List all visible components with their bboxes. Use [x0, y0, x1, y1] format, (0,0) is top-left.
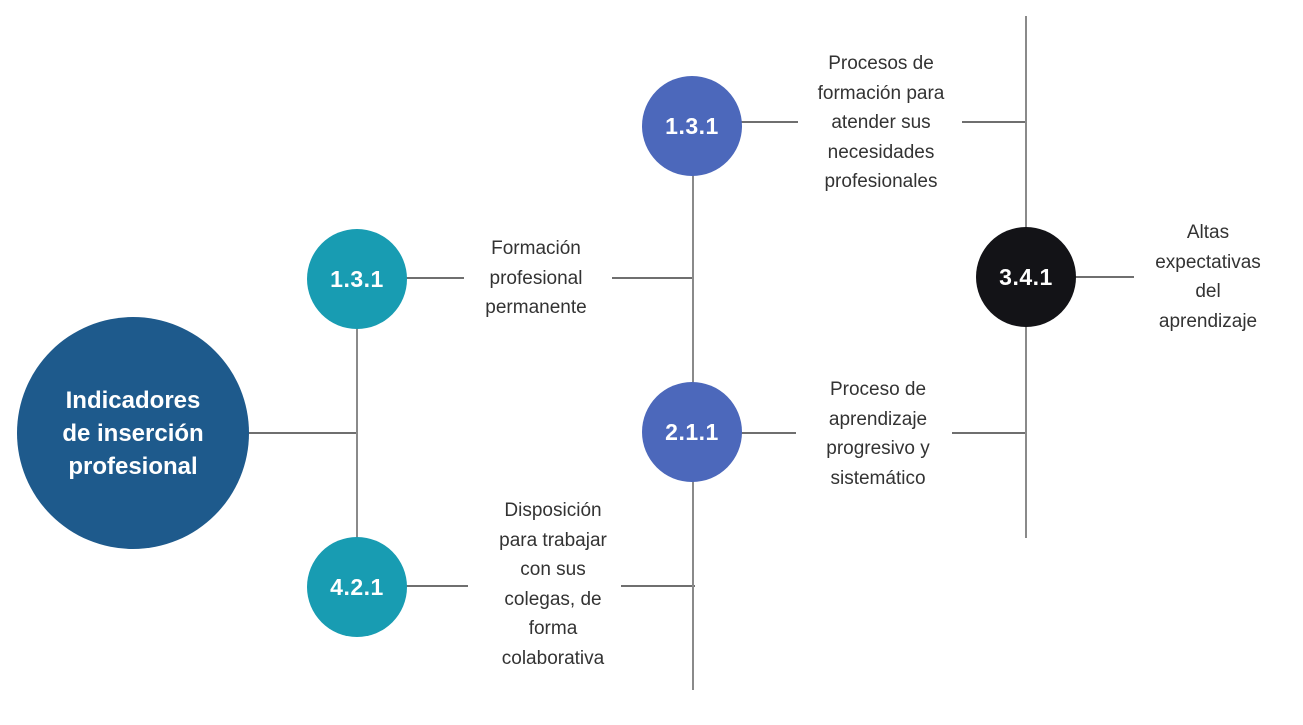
connector-label2-to-bus2	[621, 585, 695, 587]
node-circle-3-4-1-black: 3.4.1	[976, 227, 1076, 327]
connector-blue2-to-label	[740, 432, 796, 434]
root-node-indicadores: Indicadores de inserción profesional	[17, 317, 249, 549]
node-circle-1-3-1-teal: 1.3.1	[307, 229, 407, 329]
connector-label1-to-bus2	[612, 277, 694, 279]
node-circle-1-3-1-blue: 1.3.1	[642, 76, 742, 176]
node-label-proceso-aprendizaje: Proceso de aprendizaje progresivo y sist…	[826, 379, 930, 489]
node-label-formacion-profesional: Formación profesional permanente	[485, 238, 587, 318]
node-circle-4-2-1-teal: 4.2.1	[307, 537, 407, 637]
connector-label3-to-bus3	[962, 121, 1026, 123]
node-label-altas-expectativas: Altas expectativas del aprendizaje	[1155, 222, 1261, 332]
connector-teal1-to-label	[406, 277, 464, 279]
connector-blue1-to-label	[740, 121, 798, 123]
connector-teal2-to-label	[406, 585, 468, 587]
connector-root-to-bus1	[248, 432, 358, 434]
node-label-disposicion-colaborativa: Disposición para trabajar con sus colega…	[499, 500, 607, 669]
node-circle-2-1-1-blue: 2.1.1	[642, 382, 742, 482]
connector-bus1	[356, 327, 358, 539]
node-label-procesos-formacion: Procesos de formación para atender sus n…	[817, 53, 945, 192]
connector-label4-to-bus3	[952, 432, 1026, 434]
connector-black-to-label	[1074, 276, 1134, 278]
